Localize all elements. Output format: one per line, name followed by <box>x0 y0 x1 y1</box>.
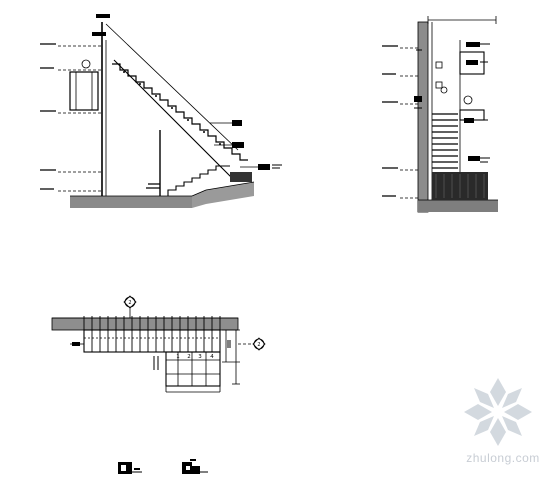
wall-section-view <box>382 16 498 213</box>
ground-slab-slope <box>192 182 254 208</box>
section-symbol-b-icon <box>182 459 208 474</box>
landing-box <box>69 71 99 111</box>
plan-grid-numbers: 1 2 3 4 <box>176 354 214 360</box>
grid-number-3: 3 <box>198 354 202 360</box>
section-marker-top-label: 2 <box>128 300 131 306</box>
handrail-line <box>105 23 239 151</box>
section-marker-right-label: 2 <box>257 342 260 348</box>
grid-number-4: 4 <box>210 354 214 360</box>
section-marker-right: 2 <box>252 337 266 351</box>
stair-section-view <box>40 14 282 208</box>
grid-number-1: 1 <box>176 354 180 360</box>
plan-slab <box>51 317 239 331</box>
section-marker-top: 2 <box>123 295 137 318</box>
ground-slab <box>70 196 192 208</box>
section-symbol-a-icon <box>118 462 142 474</box>
watermark-flower-icon <box>464 378 532 446</box>
grid-number-2: 2 <box>187 354 191 360</box>
plan-view <box>51 316 252 393</box>
detail-circle-marker <box>81 59 91 69</box>
ladder-rungs <box>432 113 458 169</box>
watermark-text: zhulong.com <box>466 451 540 465</box>
